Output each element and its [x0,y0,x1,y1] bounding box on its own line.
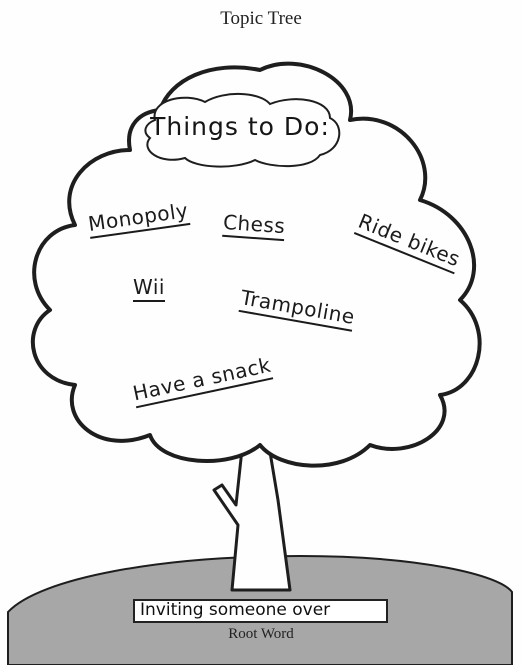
tree-canopy [30,61,482,468]
item-chess: Chess [222,209,287,242]
worksheet-title: Topic Tree [220,8,302,29]
root-word-label: Root Word [228,626,294,642]
root-word-value: Inviting someone over [140,600,331,620]
tree-trunk [212,438,292,592]
root-word-box [133,599,388,623]
item-wii: Wii [133,275,165,302]
tree-heading: Things to Do: [150,112,330,141]
heading-cloud [144,92,341,168]
